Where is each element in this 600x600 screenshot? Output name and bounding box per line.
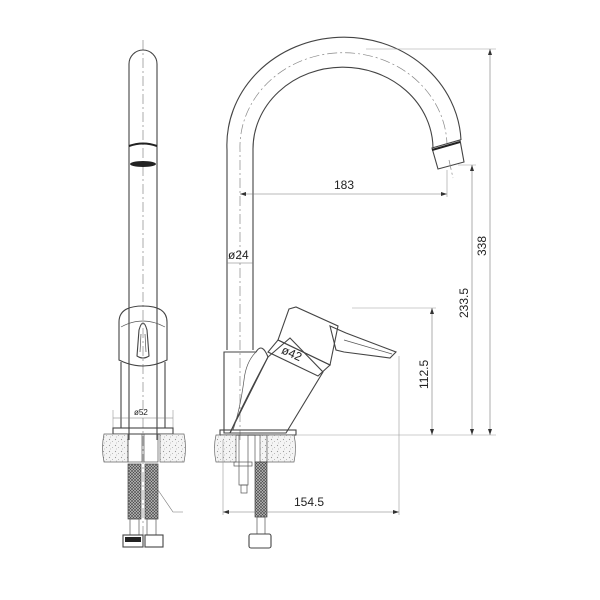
side-hose [254, 461, 268, 518]
front-hose-right [144, 463, 159, 520]
outlet-height-label: 233.5 [457, 288, 471, 318]
base-diameter-label: ø52 [134, 408, 148, 417]
front-countertop-left [102, 433, 129, 463]
front-base-plate [112, 427, 174, 435]
front-leader-line [157, 489, 183, 513]
side-body-right [229, 337, 324, 434]
lever-height-label: 112.5 [417, 360, 431, 389]
front-lever [136, 322, 150, 359]
side-view: ø24 ø42 183 [214, 36, 496, 549]
front-hose-left [127, 463, 142, 520]
front-hose-nut-left [122, 534, 144, 548]
side-aerator [431, 139, 465, 170]
total-height-label: 338 [475, 236, 489, 256]
reach-label: 183 [334, 178, 354, 192]
front-cap-edge [120, 320, 166, 328]
side-spout-inner [252, 66, 434, 350]
front-aerator-outlet [130, 161, 156, 167]
side-aerator-band [431, 141, 461, 151]
front-view: ø52 [102, 40, 186, 548]
side-spout-centerline [239, 52, 448, 440]
side-countertop-right [259, 434, 296, 463]
side-lever [329, 325, 397, 359]
side-mounting-stud [238, 434, 249, 486]
side-body-left [223, 347, 269, 434]
front-lever-detail [139, 333, 147, 353]
tube-diameter-label: ø24 [228, 248, 249, 262]
front-spout-tube [128, 49, 158, 440]
depth-label: 154.5 [294, 495, 324, 509]
side-hose-nut [248, 533, 272, 549]
side-cartridge-cap [277, 306, 339, 366]
side-countertop-left [214, 434, 237, 463]
front-countertop-right [159, 433, 186, 463]
front-hose-nut-right [144, 534, 164, 548]
front-body-cap [118, 305, 168, 367]
front-aerator-band [128, 142, 158, 147]
side-spout-outer [226, 36, 462, 350]
